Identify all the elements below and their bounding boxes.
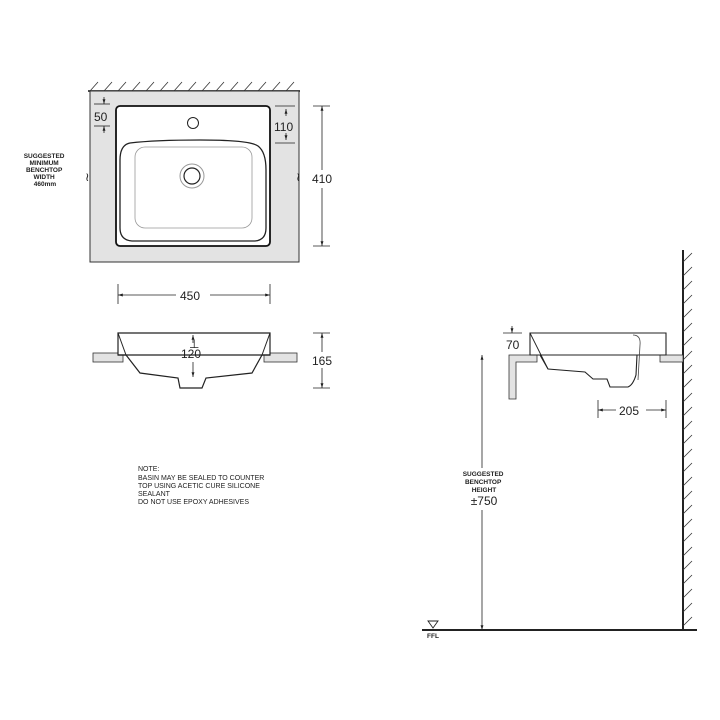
tap-hole-icon [187,117,199,129]
dim-165 [313,332,330,389]
dim-110 [275,105,295,144]
dim-70-label: 70 [506,338,520,352]
benchtop-left [92,352,124,363]
svg-text:≀: ≀ [85,170,90,184]
basin-bowl-plan [119,139,267,242]
benchtop-height-label: SUGGESTED BENCHTOP HEIGHT [463,471,506,494]
overflow-icon: ⊥ [189,337,199,351]
dim-205 [597,400,667,418]
dim-70 [503,326,522,334]
dim-120-label: 120 [181,347,201,361]
ffl-level-icon [427,620,439,629]
benchtop-right [263,352,298,363]
benchtop-width-label: SUGGESTED MINIMUM BENCHTOP WIDTH 460mm [24,153,67,188]
dim-410 [313,105,330,247]
dim-450-label: 450 [180,289,200,303]
ffl-label: FFL [427,633,439,640]
benchtop-height-value: ±750 [471,494,498,508]
dim-50 [94,97,110,133]
benchtop-side-right [659,354,684,363]
dim-50-label: 50 [94,110,108,124]
wall-hatch-top [88,81,300,92]
dim-205-label: 205 [619,404,639,418]
side-elevation: FFL 70 205 SUGGESTED BENCHTOP [422,250,697,640]
basin-bowl-inner-plan [134,146,253,229]
installation-note: NOTE: BASIN MAY BE SEALED TO COUNTER TOP… [138,466,266,506]
dim-450 [117,284,271,304]
dim-110-label: 110 [274,120,293,134]
front-elevation: ⊥ 120 165 [92,332,332,389]
basin-side-profile [529,332,667,388]
dim-410-label: 410 [312,172,332,186]
waste-inner-icon [183,167,201,185]
wall-hatch-side [682,252,693,627]
benchtop-side-left [508,354,538,400]
dim-165-label: 165 [312,354,332,368]
plan-view: ≀ ≀ 50 110 410 SUGGESTED MINI [24,81,332,304]
waste-outer-icon [179,163,205,189]
svg-text:≀: ≀ [296,170,301,184]
